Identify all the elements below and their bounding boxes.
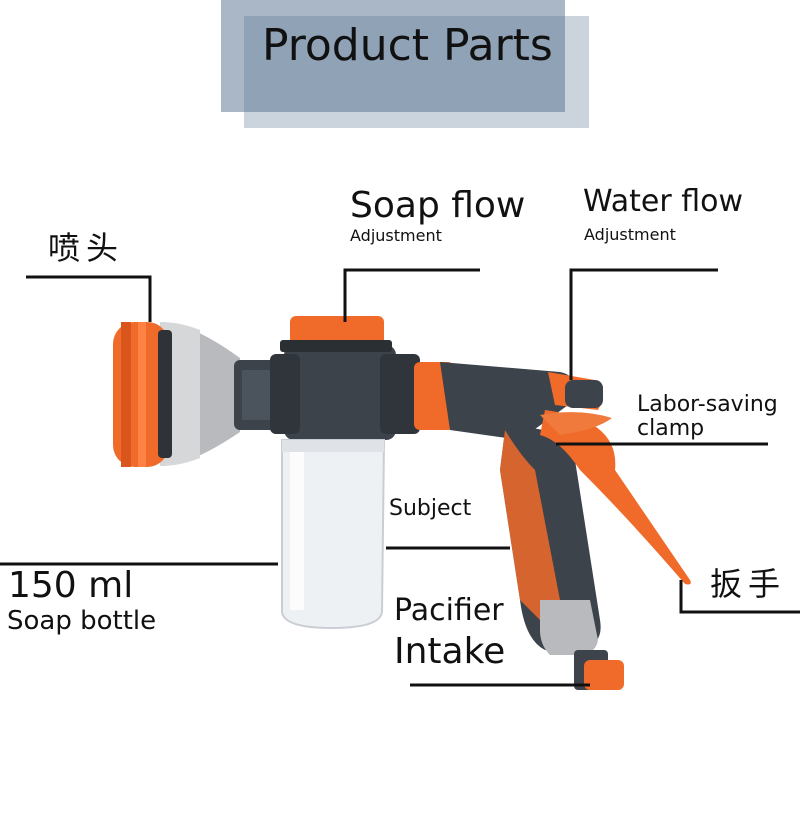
label-bottle-name: Soap bottle — [7, 606, 157, 636]
handle-top — [440, 362, 576, 440]
label-pacifier: Pacifier — [394, 593, 504, 628]
label-bottle-capacity: 150 ml — [8, 565, 134, 606]
soap-bottle — [281, 439, 386, 630]
label-clamp: clamp — [637, 416, 705, 441]
label-nozzle: 喷头 — [48, 229, 125, 267]
label-subject: Subject — [389, 496, 472, 521]
labor-saving-clamp — [540, 412, 612, 435]
page-title: Product Parts — [262, 20, 553, 71]
label-water-flow: Water flow — [583, 184, 744, 219]
hose-connector — [574, 650, 624, 690]
title-box — [244, 16, 565, 112]
label-trigger: 扳手 — [710, 565, 787, 603]
trigger — [540, 410, 691, 585]
leader-lines — [0, 268, 800, 687]
label-labor-saving: Labor-saving — [637, 392, 778, 417]
handle-grip — [500, 428, 601, 655]
label-water-flow-sub: Adjustment — [584, 225, 676, 244]
label-soap-flow-sub: Adjustment — [350, 226, 442, 245]
label-soap-flow: Soap flow — [350, 185, 526, 226]
nozzle-head — [113, 322, 240, 467]
label-intake: Intake — [394, 631, 506, 672]
main-body — [270, 345, 420, 440]
soap-flow-knob — [280, 316, 392, 352]
